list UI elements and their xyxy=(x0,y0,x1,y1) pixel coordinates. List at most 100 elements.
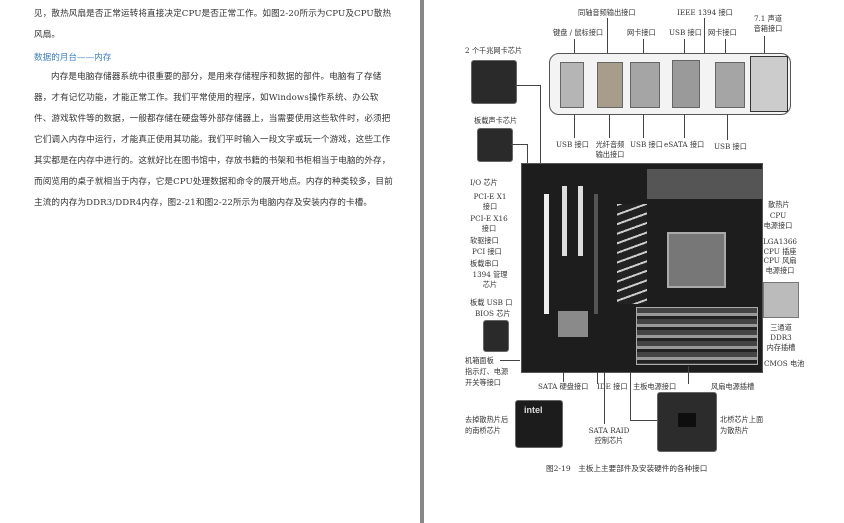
pcie-slot xyxy=(594,194,598,314)
label-northbridge-line1: 北桥芯片上面 xyxy=(720,415,764,424)
label-lga-line1: LGA1366 xyxy=(763,237,797,246)
label-cpu-power-line2: 电源接口 xyxy=(763,221,793,230)
label-nic-chips: 2 个千兆网卡芯片 xyxy=(465,46,523,55)
label-audio71: 7.1 声道 音箱接口 xyxy=(748,14,788,34)
sound-chip-image xyxy=(477,128,513,162)
leader-line xyxy=(764,36,765,54)
pci-slot-2 xyxy=(578,186,583,256)
pcie-x16-slot xyxy=(544,194,549,314)
leader-line xyxy=(630,420,657,421)
leader-line xyxy=(597,372,598,384)
label-bios: BIOS 芯片 xyxy=(475,309,511,318)
leader-line xyxy=(563,372,564,382)
left-page: 见，散热风扇是否正常运转将直接决定CPU是否正常工作。如图2-20所示为CPU及… xyxy=(0,0,420,523)
leader-line xyxy=(604,372,605,424)
leader-line xyxy=(727,114,728,140)
label-pcie-x1-line2: 接口 xyxy=(482,202,498,211)
label-onboard-usb: 板载 USB 口 xyxy=(470,298,513,307)
label-audio71-line2: 音箱接口 xyxy=(753,24,783,33)
label-fan-power: 风扇电源插槽 xyxy=(711,382,755,391)
label-esata: eSATA 接口 xyxy=(664,140,705,149)
cpu-socket xyxy=(667,232,726,288)
coax-optical-port xyxy=(597,62,623,108)
leader-line xyxy=(684,114,685,138)
label-kb-mouse: 键盘 / 鼠标接口 xyxy=(553,28,604,37)
label-audio71-line1: 7.1 声道 xyxy=(753,14,783,23)
label-cpu-fan: CPU 风扇 电源接口 xyxy=(760,256,800,276)
label-floppy: 软驱接口 xyxy=(470,236,499,245)
label-ddr3-line2: DDR3 xyxy=(770,333,792,342)
label-heatsink: 散热片 xyxy=(768,200,790,209)
label-optical: 光纤音频 输出接口 xyxy=(592,140,628,160)
label-southbridge-line2: 的南桥芯片 xyxy=(465,426,501,435)
usb-esata-port xyxy=(672,60,700,108)
rear-io-panel-image xyxy=(549,53,791,115)
ram-slots xyxy=(636,307,758,365)
label-ieee-chip-line1: 1394 管理 xyxy=(472,270,508,279)
label-front-panel-line2: 指示灯、电源 xyxy=(465,367,509,376)
leader-line xyxy=(643,39,644,53)
label-usb1: USB 接口 xyxy=(556,140,589,149)
motherboard-image xyxy=(521,163,763,373)
leader-line xyxy=(511,144,527,145)
label-ieee1394: IEEE 1394 接口 xyxy=(677,8,733,17)
label-usb3: USB 接口 xyxy=(714,142,747,151)
label-front-panel-line3: 开关等接口 xyxy=(465,378,501,387)
lan-usb-port xyxy=(630,62,660,108)
label-front-panel-line1: 机箱面板 xyxy=(465,356,494,365)
southbridge-heatsink xyxy=(558,311,588,337)
label-optical-line2: 输出接口 xyxy=(595,150,625,159)
leader-line xyxy=(688,366,689,384)
label-northbridge-line2: 为散热片 xyxy=(720,426,749,435)
intel-logo: intel xyxy=(524,405,543,415)
label-lga-line2: CPU 插座 xyxy=(763,247,797,256)
label-ddr3: 三通道 DDR3 内存插槽 xyxy=(762,323,800,353)
leader-line xyxy=(725,39,726,53)
southbridge-chip-image: intel xyxy=(515,400,563,448)
label-cpu-power-line1: CPU xyxy=(769,211,787,220)
label-ddr3-line3: 内存插槽 xyxy=(766,343,796,352)
label-pci: PCI 接口 xyxy=(472,247,502,256)
label-cpu-fan-line1: CPU 风扇 xyxy=(763,256,797,265)
paragraph-memory: 内存是电脑存储器系统中很重要的部分，是用来存储程序和数据的部件。电脑有了存储器，… xyxy=(34,72,393,208)
leader-line xyxy=(500,360,520,361)
audio-jacks xyxy=(750,56,788,112)
figure-caption: 图2-19 主板上主要部件及安装硬件的各种接口 xyxy=(546,464,708,473)
page-divider xyxy=(420,0,424,523)
label-sata-raid-line2: 控制芯片 xyxy=(594,436,624,445)
label-optical-line1: 光纤音频 xyxy=(595,140,625,149)
label-sata: SATA 硬盘接口 xyxy=(538,382,589,391)
label-pcie-x16-line2: 接口 xyxy=(481,224,497,233)
label-sata-raid: SATA RAID 控制芯片 xyxy=(586,426,632,446)
lan-usb-port-2 xyxy=(715,62,745,108)
northbridge-chip-image xyxy=(657,392,717,452)
label-usb2: USB 接口 xyxy=(630,140,663,149)
bios-chip-image xyxy=(483,320,509,352)
label-northbridge: 北桥芯片上面 为散热片 xyxy=(720,414,763,436)
label-lan2: 网卡接口 xyxy=(708,28,737,37)
leader-line xyxy=(684,39,685,53)
leader-line xyxy=(515,85,540,86)
ps2-port xyxy=(560,62,584,108)
leader-line xyxy=(630,372,631,420)
label-cpu-fan-line2: 电源接口 xyxy=(765,266,795,275)
label-ddr3-line1: 三通道 xyxy=(770,323,792,332)
label-coax-audio: 同轴音频输出接口 xyxy=(578,8,636,17)
label-lga-socket: LGA1366 CPU 插座 xyxy=(760,237,800,257)
label-pcie-x1: PCI-E X1 接口 xyxy=(470,192,510,212)
nic-chip-image xyxy=(471,60,517,104)
label-serial: 板载串口 xyxy=(470,259,499,268)
leader-line xyxy=(527,144,528,166)
label-southbridge: 去掉散热片后 的南桥芯片 xyxy=(465,414,508,436)
label-ide: IDE 接口 xyxy=(597,382,628,391)
label-sound-chip: 板载声卡芯片 xyxy=(474,116,518,125)
label-io-chip: I/O 芯片 xyxy=(470,178,498,187)
leader-line xyxy=(609,114,610,138)
leader-line xyxy=(607,18,608,68)
label-usb-top: USB 接口 xyxy=(669,28,702,37)
pci-slot xyxy=(562,186,567,256)
leader-line xyxy=(574,114,575,138)
label-southbridge-line1: 去掉散热片后 xyxy=(465,415,509,424)
heatsink-fins xyxy=(617,204,647,304)
label-pcie-x16: PCI-E X16 接口 xyxy=(466,214,512,234)
